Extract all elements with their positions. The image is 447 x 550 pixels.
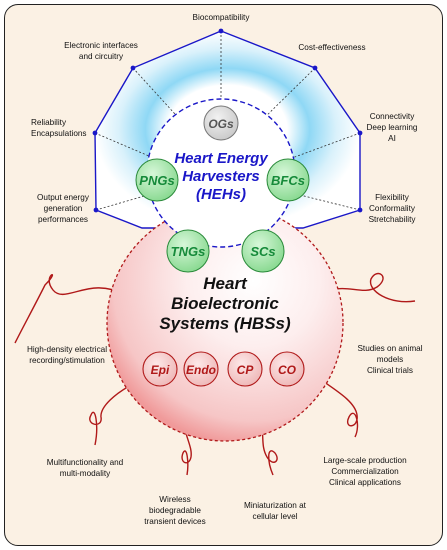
node-endo-label: Endo: [186, 363, 216, 377]
hbs-title-line2: Bioelectronic: [171, 294, 279, 313]
hbs-title-line3: Systems (HBSs): [159, 314, 291, 333]
label-connectivity-2: Deep learning: [367, 123, 418, 132]
node-co-label: CO: [278, 363, 297, 377]
label-connectivity-1: Connectivity: [370, 112, 416, 121]
node-bfcs: BFCs: [266, 158, 310, 202]
node-tngs-label: TNGs: [171, 244, 206, 259]
label-reliability-1: Reliability: [31, 118, 67, 127]
label-connectivity-3: AI: [388, 134, 396, 143]
label-output-3: performances: [38, 215, 88, 224]
label-reliability-2: Encapsulations: [31, 129, 87, 138]
diagram-frame: Heart Energy Harvesters (HEHs) Heart Bio…: [4, 4, 443, 546]
node-co: CO: [269, 351, 305, 387]
node-bfcs-label: BFCs: [271, 173, 305, 188]
label-multi-2: multi-modality: [60, 469, 111, 478]
node-cp-label: CP: [237, 363, 255, 377]
heh-title-line1: Heart Energy: [174, 150, 268, 167]
label-output-1: Output energy: [37, 193, 90, 202]
heart-bioelectronics-diagram: Heart Energy Harvesters (HEHs) Heart Bio…: [14, 13, 423, 526]
node-pngs-label: PNGs: [139, 173, 174, 188]
label-output-2: generation: [44, 204, 83, 213]
label-large-3: Clinical applications: [329, 478, 401, 487]
node-tngs: TNGs: [166, 229, 210, 273]
node-endo: Endo: [183, 351, 219, 387]
node-cp: CP: [227, 351, 263, 387]
node-scs: SCs: [241, 229, 285, 273]
label-wireless-3: transient devices: [144, 517, 205, 526]
node-scs-label: SCs: [250, 244, 275, 259]
node-ogs: OGs: [203, 105, 239, 141]
label-electronic-2: and circuitry: [79, 52, 124, 61]
node-ogs-label: OGs: [208, 117, 234, 131]
label-mini-1: Miniaturization at: [244, 501, 307, 510]
heh-title-line2: Harvesters: [182, 168, 260, 185]
label-cost: Cost-effectiveness: [298, 43, 365, 52]
label-hd-1: High-density electrical: [27, 345, 107, 354]
label-large-1: Large-scale production: [323, 456, 407, 465]
label-wireless-2: biodegradable: [149, 506, 201, 515]
node-epi-label: Epi: [151, 363, 170, 377]
label-biocompatibility: Biocompatibility: [193, 13, 251, 22]
hbs-title-line1: Heart: [203, 274, 248, 293]
label-large-2: Commercialization: [331, 467, 399, 476]
label-mini-2: cellular level: [252, 512, 297, 521]
label-animal-1: Studies on animal: [357, 344, 422, 353]
label-flex-3: Stretchability: [369, 215, 417, 224]
label-animal-3: Clinical trials: [367, 366, 413, 375]
label-hd-2: recording/stimulation: [29, 356, 105, 365]
hbs-tendrils: [14, 272, 416, 476]
heh-title-line3: (HEHs): [196, 186, 246, 203]
node-epi: Epi: [142, 351, 178, 387]
label-flex-1: Flexibility: [375, 193, 410, 202]
label-electronic-1: Electronic interfaces: [64, 41, 138, 50]
label-animal-2: models: [377, 355, 403, 364]
label-flex-2: Conformality: [369, 204, 416, 213]
label-multi-1: Multifunctionality and: [47, 458, 124, 467]
node-pngs: PNGs: [135, 158, 179, 202]
label-wireless-1: Wireless: [159, 495, 190, 504]
